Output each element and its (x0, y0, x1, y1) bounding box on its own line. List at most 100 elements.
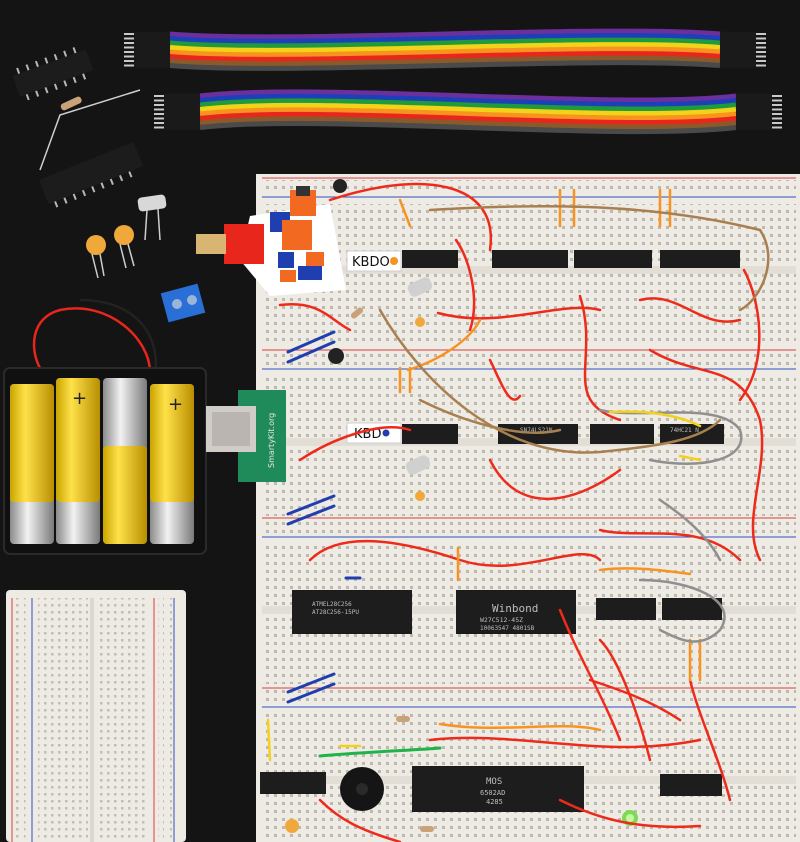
ribbon-connector (720, 49, 756, 55)
ribbon-connector (164, 107, 200, 112)
ribbon-pin (772, 104, 782, 106)
ribbon-wire (199, 93, 737, 108)
svg-text:+: + (168, 394, 183, 415)
ribbon-connector (134, 49, 170, 55)
ribbon-connector (164, 120, 200, 126)
ribbon-connector (134, 58, 170, 64)
power-rail (262, 180, 796, 194)
ribbon-wire (199, 107, 737, 121)
ribbon-pin (772, 117, 782, 120)
ribbon-connector (720, 36, 756, 41)
ribbon-wire (169, 51, 721, 62)
chip-logic-label-2: 74HC21 N (670, 427, 699, 434)
ribbon-pin (154, 117, 164, 120)
ribbon-connector (736, 102, 772, 108)
ribbon-wire (169, 28, 721, 40)
ribbon-pin (756, 46, 766, 49)
cpu-label-1: 6502AD (480, 789, 505, 797)
blue-wires (286, 330, 362, 704)
ribbon-connector (736, 120, 772, 126)
ribbon-connector (134, 45, 170, 50)
ribbon-connector (164, 93, 200, 99)
kbdo-label: KBDO (346, 250, 402, 272)
ribbon-wire (199, 98, 737, 112)
usb-pcb-label: SmartyKit.org (267, 413, 276, 468)
ribbon-pin (154, 95, 164, 97)
brown-wires (378, 204, 770, 454)
loose-chip-large (38, 141, 144, 208)
battery-1 (10, 384, 54, 544)
ribbon-pin (772, 99, 782, 102)
ribbon-wire (199, 89, 737, 103)
ribbon-pin (756, 37, 766, 40)
loose-resistor (39, 89, 141, 171)
winbond-label-1: W27C512-45Z (480, 616, 523, 624)
piezo-buzzer (340, 767, 384, 811)
ribbon-connector (164, 98, 200, 103)
ribbon-connector (720, 63, 756, 68)
green-wires (318, 746, 442, 758)
ribbon-wire (169, 46, 721, 58)
ribbon-connector (134, 31, 170, 37)
ribbon-cable-bottom (154, 89, 782, 135)
loose-capacitors (86, 225, 135, 279)
ribbon-pin (756, 60, 766, 62)
ribbon-connector (720, 54, 756, 59)
ribbon-wire (199, 102, 737, 117)
svg-text:+: + (72, 388, 87, 409)
kbd-label: KBD (346, 422, 402, 444)
ribbon-wire (169, 60, 721, 71)
ribbon-pin (772, 122, 782, 124)
ribbon-pin (124, 55, 134, 58)
ribbon-pin (154, 126, 164, 129)
ribbon-connector (164, 102, 200, 108)
chip-row-3: ATMEL28C256 AT28C256-15PU Winbond W27C51… (292, 590, 722, 634)
ribbon-connector (736, 98, 772, 103)
ribbon-connector (736, 116, 772, 121)
winbond-label-2: 10063547 4801SB (480, 625, 535, 632)
chip-row-1 (402, 250, 740, 268)
ribbon-pin (124, 51, 134, 53)
crystal-oscillators (405, 277, 433, 475)
ribbon-connector (134, 63, 170, 68)
battery-2: + (56, 378, 100, 544)
battery-pack: + + (3, 283, 207, 555)
electrolytic-caps (328, 179, 347, 364)
ribbon-pin (154, 99, 164, 102)
ribbon-pin (756, 51, 766, 53)
ribbon-connector (720, 58, 756, 64)
ribbon-pin (772, 95, 782, 97)
ribbon-connector (164, 116, 200, 121)
robot-keyboard-module (196, 186, 346, 296)
resistors (350, 307, 434, 832)
chip-row-4: MOS 6502AD 4285 (260, 766, 722, 812)
ribbon-connector (736, 125, 772, 130)
ribbon-pin (154, 113, 164, 115)
power-rail (262, 690, 796, 704)
eprom-label-2: AT28C256-15PU (312, 609, 359, 616)
red-wires (278, 182, 764, 842)
kbdo-label-text: KBDO (352, 255, 390, 270)
ribbon-wire (169, 55, 721, 67)
ribbon-wire (169, 37, 721, 49)
battery-4: + (150, 384, 194, 544)
ribbon-connector (736, 93, 772, 99)
ribbon-connector (720, 40, 756, 46)
ribbon-pin (124, 60, 134, 62)
power-rail (262, 520, 796, 534)
ribbon-connector (720, 31, 756, 37)
ribbon-connector (720, 45, 756, 50)
ribbon-connector (736, 107, 772, 112)
ribbon-pin (124, 46, 134, 49)
cpu-label-2: 4285 (486, 798, 503, 806)
ribbon-wire (199, 111, 737, 126)
ceramic-caps (285, 317, 425, 833)
ribbon-pin (772, 126, 782, 129)
ribbon-pin (154, 122, 164, 124)
ribbon-wire (199, 116, 737, 130)
battery-3 (103, 378, 147, 544)
ribbon-pin (124, 33, 134, 35)
ribbon-wire (169, 33, 721, 44)
ribbon-cable-top (124, 28, 766, 71)
